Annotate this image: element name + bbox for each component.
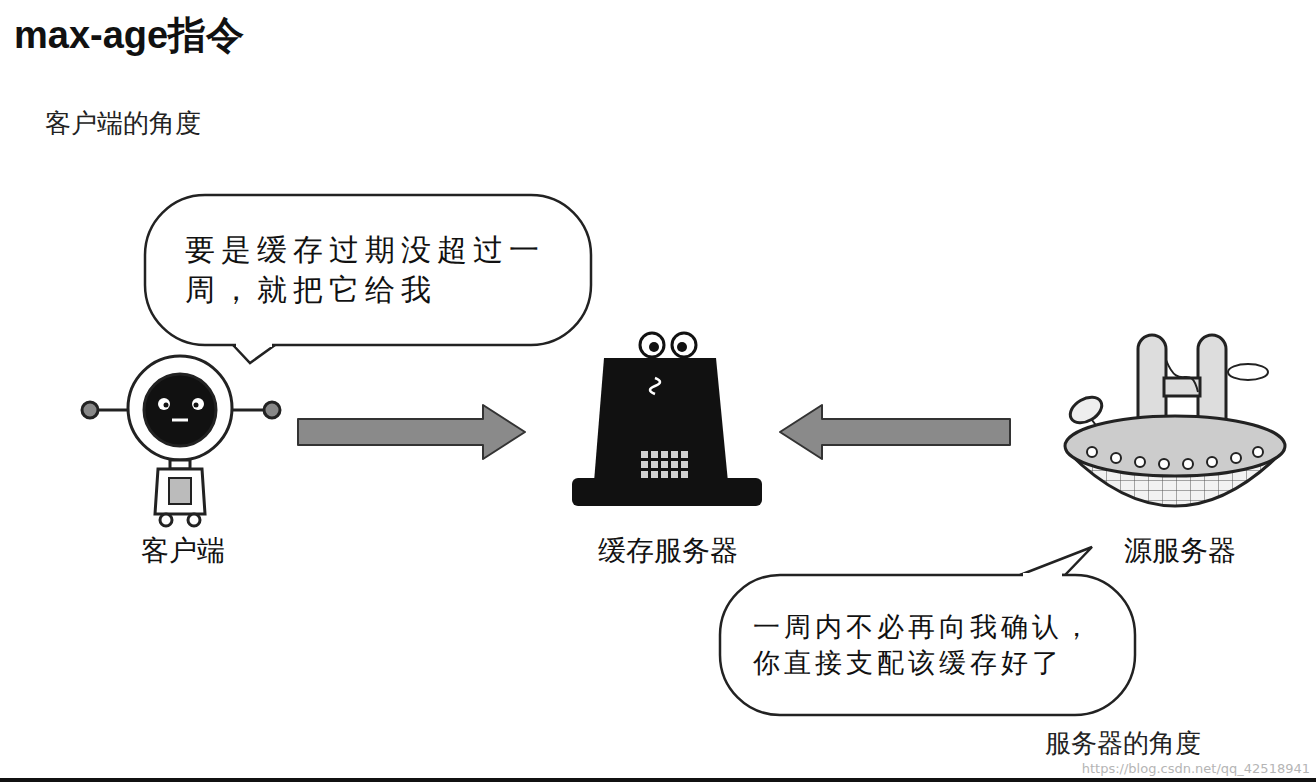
bubble-outline: [720, 575, 1135, 715]
node-label: 客户端: [141, 532, 225, 570]
bubble-tail: [233, 345, 275, 363]
node-label: 源服务器: [1124, 532, 1236, 570]
origin-server-box: 源服务器: [1055, 330, 1305, 570]
bubble-body: [720, 575, 1135, 715]
flow-arrow: [780, 405, 1010, 459]
node-label: 缓存服务器: [598, 532, 738, 570]
flow-arrow: [298, 405, 525, 459]
caption-label: 客户端的角度: [45, 106, 201, 141]
bubble-tail: [1020, 547, 1092, 575]
bubble-joint: [236, 343, 272, 347]
title: max-age指令: [14, 10, 244, 61]
speech-bubble: 一周内不必再向我确认，你直接支配该缓存好了: [720, 575, 1135, 715]
cache-server-figure: [572, 333, 762, 506]
bubble-joint: [1023, 573, 1062, 577]
bottom-rule: [0, 778, 1316, 782]
bubble-outline: [145, 195, 591, 345]
watermark: https://blog.csdn.net/qq_42518941: [1082, 761, 1310, 776]
client-label-box: 客户端: [80, 330, 285, 570]
speech-bubble: 要是缓存过期没超过一周，就把它给我: [145, 195, 591, 345]
cache-server-box: 缓存服务器: [570, 325, 765, 570]
speech-text: 一周内不必再向我确认，你直接支配该缓存好了: [753, 609, 1103, 682]
origin-server-figure: [1065, 335, 1285, 506]
client-robot: [82, 356, 280, 526]
speech-text: 要是缓存过期没超过一周，就把它给我: [185, 230, 551, 311]
caption-label: 服务器的角度: [1045, 726, 1201, 761]
bubble-body: [145, 195, 591, 345]
